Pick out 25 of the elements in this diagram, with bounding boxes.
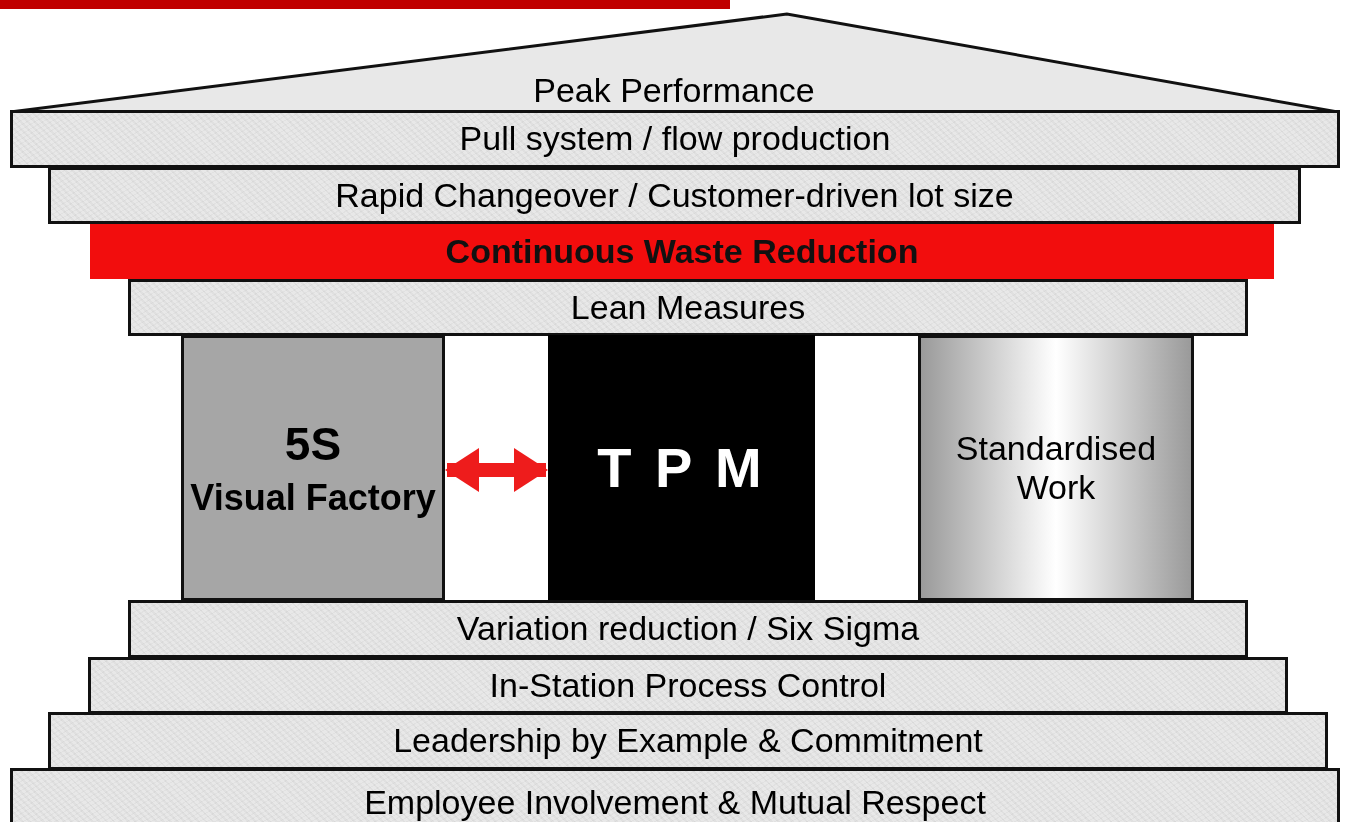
layer-band (90, 224, 1274, 279)
band-text: Pull system / flow production (459, 119, 891, 159)
layer-band (48, 167, 1301, 224)
band-text: Continuous Waste Reduction (445, 231, 919, 272)
layer-band (88, 657, 1288, 714)
band-text: Peak Performance (533, 70, 815, 110)
band-text: Standardised Work (954, 428, 1158, 508)
pillar-heading: 5S (284, 417, 342, 471)
pillar (548, 335, 815, 601)
band-text: Lean Measures (570, 287, 806, 328)
layer-band (128, 600, 1248, 658)
band-text: T P M (597, 435, 766, 501)
band-text: Variation reduction / Six Sigma (456, 609, 920, 649)
band-text: Rapid Changeover / Customer-driven lot size (335, 175, 1014, 216)
layer-band (128, 279, 1248, 336)
layer-band (10, 110, 1340, 168)
band-text: Visual Factory (190, 476, 436, 519)
band-text: Leadership by Example & Commitment (393, 721, 983, 761)
double-arrow (445, 448, 548, 492)
layer-band (10, 768, 1340, 822)
pillar (181, 335, 445, 601)
band-text: In-Station Process Control (489, 665, 887, 706)
band-text: Employee Involvement & Mutual Respect (364, 783, 986, 822)
pillar (918, 335, 1194, 601)
layer-band (48, 712, 1328, 770)
